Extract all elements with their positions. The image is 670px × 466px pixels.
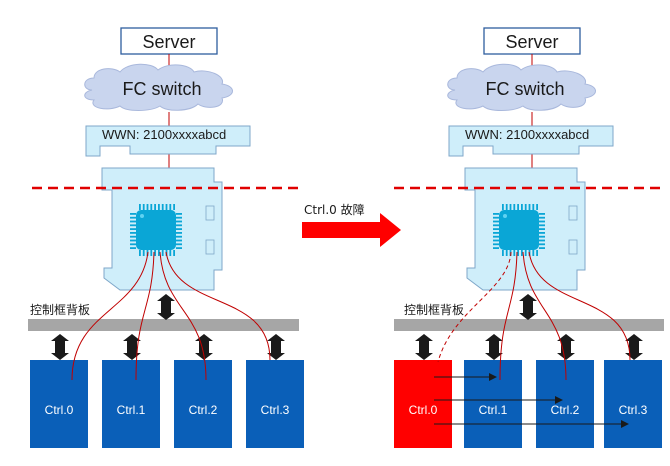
fc-switch-cloud (447, 63, 596, 111)
right-panel: Server FC switch WWN: 2100xxxxabcd 控制框背板… (394, 27, 664, 448)
backplane-bar (28, 319, 299, 331)
controller-label: Ctrl.1 (117, 403, 146, 417)
chip (130, 204, 182, 256)
controller-box (174, 360, 232, 448)
controller-link (135, 251, 155, 381)
backplane-controller-arrow (195, 334, 213, 360)
backplane-controller-arrow (557, 334, 575, 360)
backplane-label: 控制框背板 (30, 303, 90, 317)
server-label: Server (142, 32, 195, 52)
wwn-label: WWN: 2100xxxxabcd (465, 127, 589, 142)
controller-label: Ctrl.0 (409, 403, 438, 417)
controller-label: Ctrl.0 (45, 403, 74, 417)
backplane-controller-arrow (415, 334, 433, 360)
controller-label: Ctrl.3 (261, 403, 290, 417)
backplane-controller-arrow (625, 334, 643, 360)
controller-box (102, 360, 160, 448)
fc-switch-label: FC switch (122, 79, 201, 99)
red-arrow (302, 213, 401, 247)
fc-switch-label: FC switch (485, 79, 564, 99)
backplane-bar (394, 319, 664, 331)
server-label: Server (505, 32, 558, 52)
controller-label: Ctrl.1 (479, 403, 508, 417)
controller-box (536, 360, 594, 448)
failover-arrow: Ctrl.0 故障 (302, 202, 401, 247)
wwn-label: WWN: 2100xxxxabcd (102, 127, 226, 142)
left-panel: Server FC switch WWN: 2100xxxxabcd 控制框背板… (28, 27, 304, 448)
controller-link (159, 251, 207, 381)
controller-link (528, 251, 631, 361)
controller-link (71, 251, 149, 381)
controller-box (604, 360, 662, 448)
hba-bracket (448, 125, 614, 157)
controllers-right: Ctrl.0 Ctrl.1 Ctrl.2 Ctrl.3 (394, 251, 662, 448)
double-arrow (157, 294, 175, 320)
failed-controller-box (394, 360, 452, 448)
failover-label: Ctrl.0 故障 (304, 202, 365, 217)
fc-switch-cloud (84, 63, 233, 111)
controller-link (499, 251, 518, 381)
controllers-left: Ctrl.0 Ctrl.1 Ctrl.2 Ctrl.3 (30, 251, 304, 448)
server-box (120, 27, 218, 55)
controller-link (522, 251, 567, 381)
controller-link (165, 251, 271, 361)
card-backplane-arrow (519, 294, 537, 320)
takeover-arrows (434, 373, 629, 428)
backplane-controller-arrow (267, 334, 285, 360)
controller-box (246, 360, 304, 448)
backplane-label: 控制框背板 (404, 303, 464, 317)
backplane-controller-arrow (51, 334, 69, 360)
backplane-controller-arrow (485, 334, 503, 360)
controller-label: Ctrl.2 (551, 403, 580, 417)
hba-bracket (85, 125, 251, 157)
double-arrow (519, 294, 537, 320)
server-box (483, 27, 581, 55)
chip (493, 204, 545, 256)
controller-box (30, 360, 88, 448)
controller-label: Ctrl.2 (189, 403, 218, 417)
controller-label: Ctrl.3 (619, 403, 648, 417)
card-backplane-arrow (157, 294, 175, 320)
